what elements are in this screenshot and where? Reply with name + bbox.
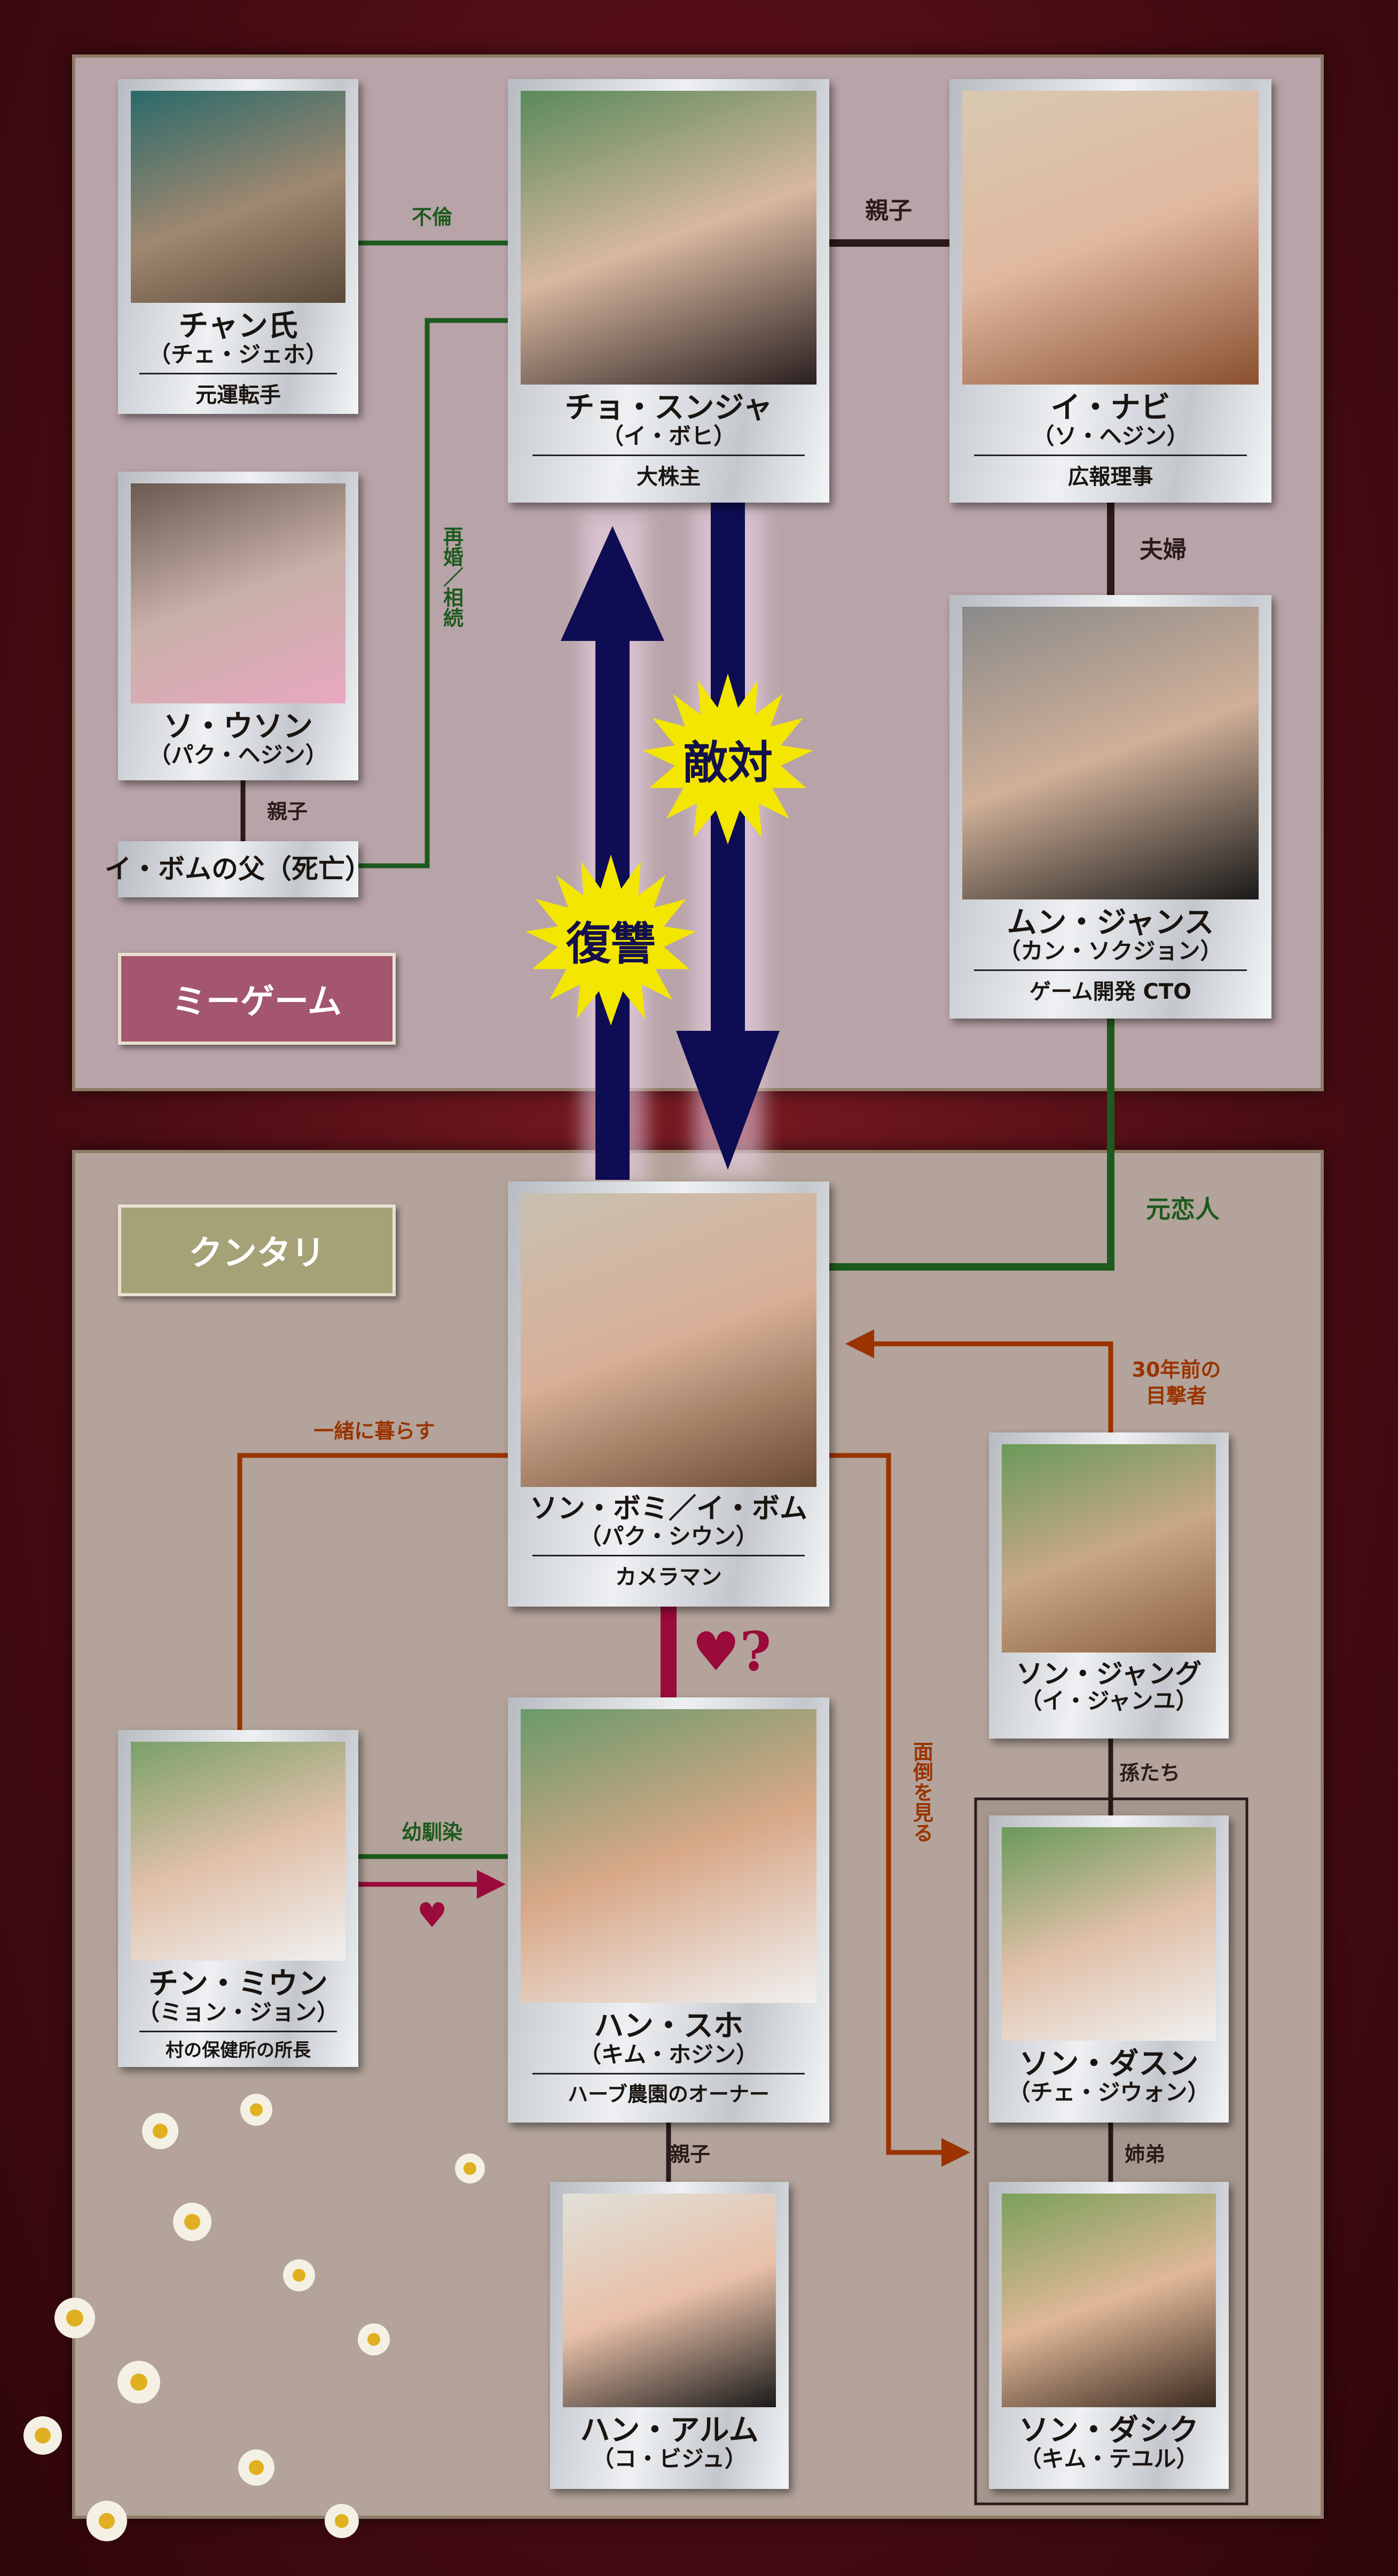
- label-care: 面倒を見る: [909, 1741, 933, 1843]
- character-role: ハーブ農園のオーナー: [568, 2082, 769, 2107]
- divider: [139, 2031, 337, 2032]
- label-witness: 30年前の 目撃者: [1132, 1358, 1221, 1408]
- actor-name: （ミョン・ジョン）: [137, 1999, 339, 2025]
- label-parent-child-cho: 親子: [865, 197, 912, 224]
- revenge-starburst: 復讐: [525, 855, 696, 1025]
- character-card-han-suho[interactable]: ハン・スホ （キム・ホジン） ハーブ農園のオーナー: [508, 1697, 829, 2123]
- care-line: [829, 1453, 970, 2167]
- label-married: 夫婦: [1140, 536, 1187, 563]
- actor-name: （パク・シウン）: [579, 1523, 758, 1549]
- character-photo: [521, 1709, 816, 2003]
- character-photo: [131, 483, 345, 703]
- character-card-moon-jangsu[interactable]: ムン・ジャンス （カン・ソクジョン） ゲーム開発 CTO: [949, 595, 1271, 1019]
- character-name: ソ・ウソン: [163, 709, 313, 744]
- starburst-icon: [525, 855, 696, 1025]
- character-role: ゲーム開発 CTO: [1029, 980, 1192, 1005]
- revenge-label: 復讐: [566, 917, 656, 970]
- character-card-son-bomi[interactable]: ソン・ボミ／イ・ボム （パク・シウン） カメラマン: [508, 1181, 829, 1607]
- character-name: ソン・ダシク: [1018, 2413, 1199, 2448]
- actor-name: （パク・ヘジン）: [148, 741, 328, 768]
- label-siblings: 姉弟: [1124, 2142, 1166, 2166]
- label-remarriage: 再婚／相続: [439, 526, 464, 628]
- character-card-son-dasun[interactable]: ソン・ダスン （チェ・ジウォン）: [989, 1815, 1229, 2123]
- character-card-lee-nabi[interactable]: イ・ナビ （ソ・ヘジン） 広報理事: [949, 79, 1271, 503]
- hostility-label: 敵対: [682, 735, 773, 789]
- divider: [532, 455, 805, 457]
- label-grandchildren: 孫たち: [1119, 1761, 1181, 1785]
- character-name: イ・ボムの父（死亡）: [105, 853, 372, 885]
- heart-icon: ♥: [417, 1896, 447, 1936]
- character-role: 広報理事: [1067, 465, 1153, 490]
- character-name: チャン氏: [178, 308, 298, 343]
- label-love-question: ♥?: [692, 1620, 772, 1683]
- character-name: ハン・スホ: [594, 2008, 743, 2043]
- character-name: チョ・スンジャ: [564, 390, 773, 425]
- divider: [974, 969, 1247, 972]
- actor-name: （チェ・ジウォン）: [1008, 2079, 1210, 2105]
- hostility-starburst: 敵対: [642, 674, 813, 844]
- character-photo: [1002, 1827, 1216, 2041]
- character-card-han-areum[interactable]: ハン・アルム （コ・ビジュ）: [550, 2182, 789, 2489]
- character-role: 大株主: [637, 465, 701, 490]
- character-role: 元運転手: [195, 383, 281, 408]
- character-photo: [563, 2194, 776, 2407]
- character-role: カメラマン: [615, 1564, 722, 1590]
- character-card-jin-miun[interactable]: チン・ミウン （ミョン・ジョン） 村の保健所の所長: [118, 1730, 358, 2067]
- character-photo: [962, 91, 1259, 385]
- character-photo: [131, 91, 345, 303]
- character-role: 村の保健所の所長: [166, 2040, 311, 2061]
- character-name: ハン・アルム: [580, 2413, 759, 2448]
- actor-name: （イ・ジャンユ）: [1019, 1687, 1198, 1714]
- label-ex-lovers: 元恋人: [1146, 1195, 1220, 1224]
- character-name: ソン・ダスン: [1019, 2046, 1199, 2081]
- character-card-chan[interactable]: チャン氏 （チェ・ジェホ） 元運転手: [118, 79, 358, 414]
- character-photo: [1002, 2194, 1216, 2407]
- character-photo: [1002, 1444, 1216, 1653]
- flower-decoration: [23, 2094, 485, 2541]
- character-card-son-jangu[interactable]: ソン・ジャング （イ・ジャンユ）: [989, 1432, 1229, 1739]
- character-photo: [521, 91, 816, 385]
- actor-name: （コ・ビジュ）: [591, 2445, 748, 2472]
- character-photo: [131, 1742, 345, 1961]
- remarriage-line: [358, 318, 508, 868]
- divider: [532, 2073, 805, 2075]
- label-affair: 不倫: [411, 205, 453, 229]
- character-name: チン・ミウン: [148, 1966, 328, 2001]
- live-together-line: [237, 1453, 508, 1730]
- character-card-son-dasik[interactable]: ソン・ダシク （キム・テユル）: [989, 2182, 1229, 2489]
- label-childhood-friends: 幼馴染: [401, 1820, 463, 1844]
- character-name: ムン・ジャンス: [1007, 905, 1214, 940]
- label-parent-child-uson: 親子: [266, 800, 308, 824]
- actor-name: （ソ・ヘジン）: [1032, 422, 1189, 449]
- actor-name: （チェ・ジェホ）: [148, 341, 328, 367]
- actor-name: （カン・ソクジョン）: [998, 937, 1223, 964]
- character-name: ソン・ジャング: [1016, 1658, 1202, 1689]
- divider: [139, 373, 337, 374]
- divider: [974, 455, 1247, 457]
- witness-line: [845, 1329, 1113, 1432]
- actor-name: （イ・ボヒ）: [601, 422, 736, 449]
- group-tag-kuntari: クンタリ: [118, 1204, 396, 1296]
- character-card-lee-bom-father[interactable]: イ・ボムの父（死亡）: [105, 841, 372, 897]
- group-tag-mi-game: ミーゲーム: [118, 953, 396, 1045]
- character-name: ソン・ボミ／イ・ボム: [529, 1492, 807, 1525]
- character-card-so-uson[interactable]: ソ・ウソン （パク・ヘジン）: [118, 472, 358, 780]
- character-photo: [521, 1193, 816, 1487]
- character-photo: [962, 607, 1259, 899]
- revenge-arrow: [561, 526, 664, 1180]
- label-parent-child-suho: 親子: [669, 2142, 711, 2166]
- starburst-icon: [642, 674, 813, 844]
- actor-name: （キム・テユル）: [1019, 2445, 1199, 2472]
- actor-name: （キム・ホジン）: [578, 2041, 758, 2068]
- divider: [532, 1554, 805, 1556]
- label-live-together: 一緒に暮らす: [313, 1419, 435, 1443]
- ex-lovers-line: [829, 1019, 1114, 1271]
- character-name: イ・ナビ: [1050, 390, 1171, 425]
- character-card-cho-sunja[interactable]: チョ・スンジャ （イ・ボヒ） 大株主: [508, 79, 829, 503]
